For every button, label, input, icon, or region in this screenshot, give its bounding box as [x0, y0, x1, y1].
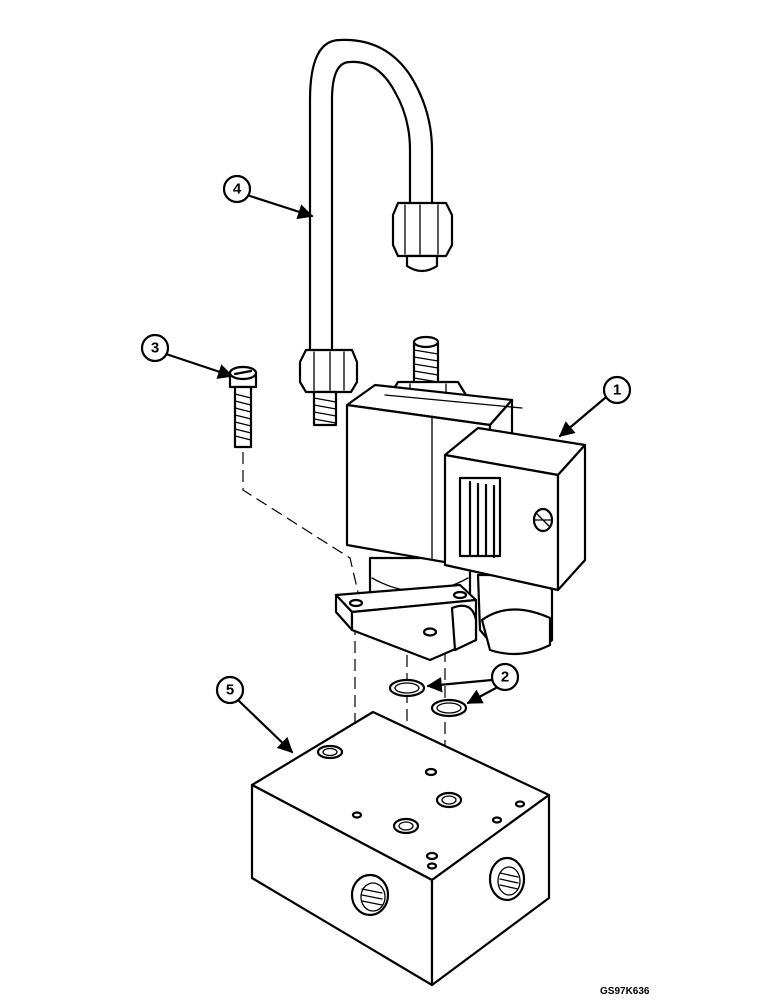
- callout-5-label: 5: [226, 682, 234, 699]
- o-rings: [388, 678, 468, 718]
- callout-1: 1: [558, 375, 632, 438]
- callout-5: 5: [215, 675, 294, 754]
- lower-pipe-nut: [298, 348, 359, 427]
- upper-pipe-nut: [391, 201, 454, 273]
- callout-3: 3: [140, 333, 234, 379]
- pipe-assembly: [298, 38, 454, 427]
- callout-3-label: 3: [151, 340, 159, 357]
- callout-2-label: 2: [501, 669, 509, 686]
- callout-2: 2: [426, 662, 520, 705]
- callout-1-label: 1: [613, 382, 621, 399]
- callout-4: 4: [222, 174, 314, 220]
- mounting-bolt: [228, 365, 258, 449]
- manifold-block: [250, 710, 551, 987]
- figure-code: GS97K636: [600, 986, 650, 997]
- solenoid-valve: [334, 335, 587, 662]
- callout-4-label: 4: [233, 181, 242, 198]
